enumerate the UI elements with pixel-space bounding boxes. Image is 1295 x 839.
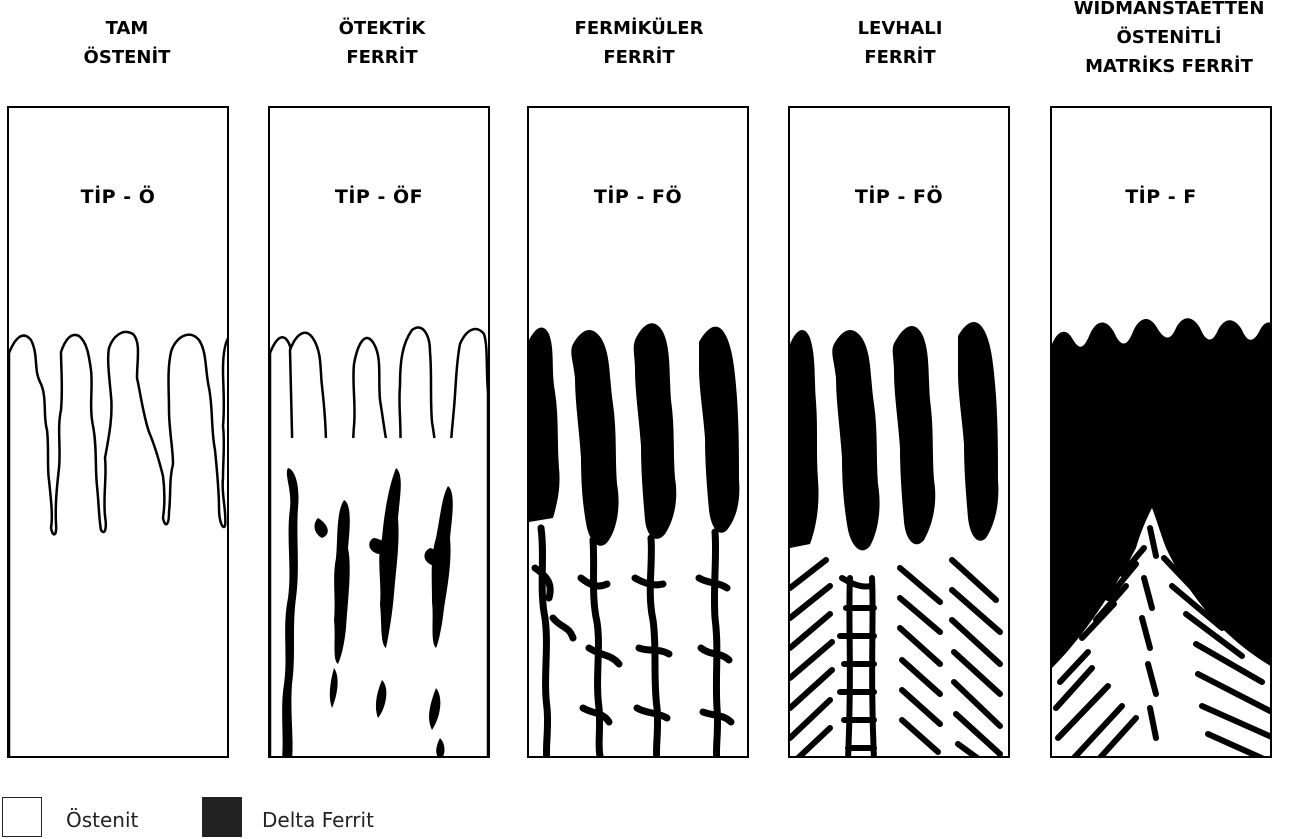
type-label: TİP - ÖF	[270, 186, 488, 208]
type-label: TİP - F	[1052, 186, 1270, 208]
panel-lathy-ferrite: TİP - FÖ	[788, 106, 1010, 758]
type-label: TİP - FÖ	[790, 186, 1008, 208]
column-title-4: LEVHALI FERRİT	[780, 14, 1020, 72]
title-line: FERRİT	[519, 43, 759, 72]
column-title-2: ÖTEKTİK FERRİT	[262, 14, 502, 72]
title-line: TAM	[7, 14, 247, 43]
title-line: FERMİKÜLER	[519, 14, 759, 43]
panel-vermicular-ferrite: TİP - FÖ	[527, 106, 749, 758]
legend-delta-ferrite-label: Delta Ferrit	[262, 808, 374, 832]
legend-delta-ferrite-swatch	[202, 797, 242, 837]
title-line: ÖTEKTİK	[262, 14, 502, 43]
title-line: MATRİKS FERRİT	[1044, 52, 1294, 81]
title-line: FERRİT	[262, 43, 502, 72]
column-title-1: TAM ÖSTENİT	[7, 14, 247, 72]
legend-austenite-swatch	[2, 797, 42, 837]
title-line: FERRİT	[780, 43, 1020, 72]
panel-eutectic-ferrite: TİP - ÖF	[268, 106, 490, 758]
title-line: ÖSTENİT	[7, 43, 247, 72]
type-label: TİP - Ö	[9, 186, 227, 208]
panel-widmanstatten: TİP - F	[1050, 106, 1272, 758]
legend-austenite-label: Östenit	[66, 808, 138, 832]
type-label: TİP - FÖ	[529, 186, 747, 208]
title-line: WIDMANSTAETTEN	[1044, 0, 1294, 23]
title-line: ÖSTENİTLİ	[1044, 23, 1294, 52]
panel-full-austenite: TİP - Ö	[7, 106, 229, 758]
column-title-5: WIDMANSTAETTEN ÖSTENİTLİ MATRİKS FERRİT	[1044, 0, 1294, 81]
column-title-3: FERMİKÜLER FERRİT	[519, 14, 759, 72]
title-line: LEVHALI	[780, 14, 1020, 43]
